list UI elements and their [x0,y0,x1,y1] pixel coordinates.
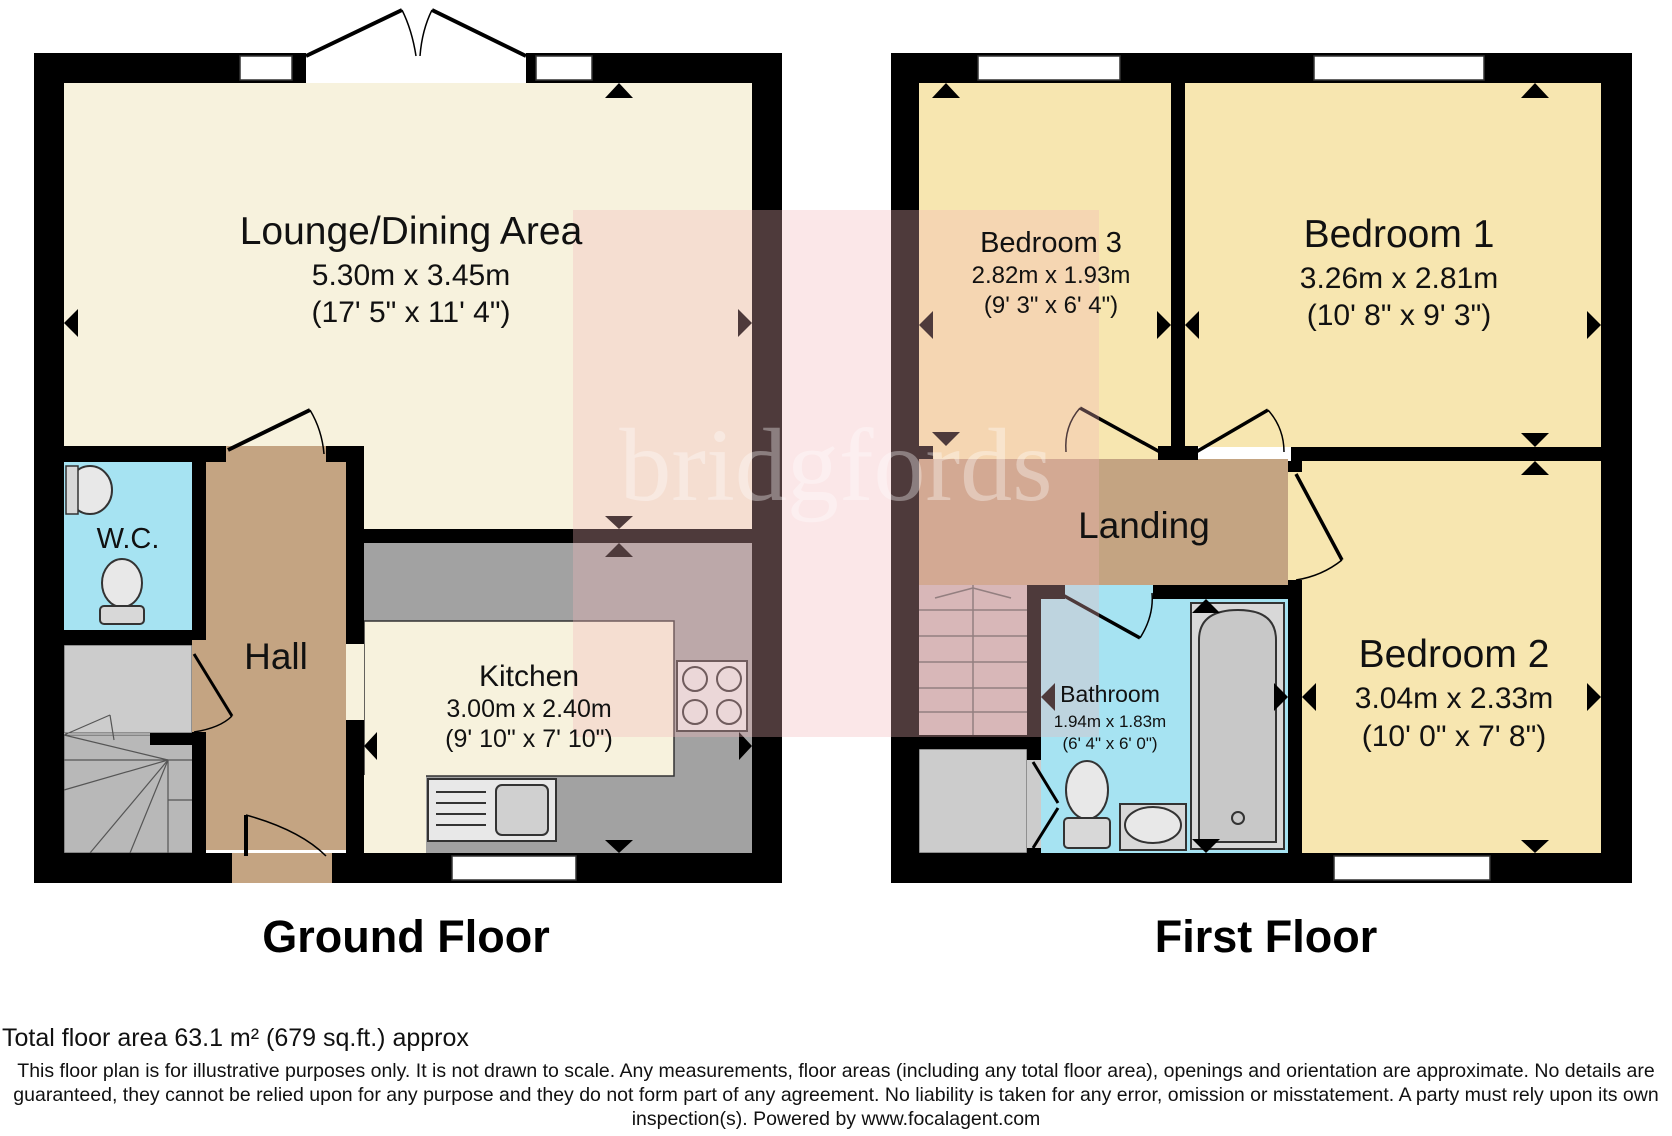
lounge-door-gap [226,446,326,462]
bathroom-metric: 1.94m x 1.83m [1054,712,1166,731]
understairs-cupboard [63,644,193,734]
sink-icon [427,778,557,842]
bedroom1-window [1313,55,1485,81]
bedroom1-floor [1185,83,1601,447]
kitchen-label: Kitchen [479,660,579,693]
front-door-icon [244,814,327,857]
bedroom3-label: Bedroom 3 [980,227,1122,259]
kitchen-door-gap [346,644,364,720]
cupboard-door-icon [192,653,234,733]
watermark-logo: bridgfords [619,408,1052,523]
total-floor-area: Total floor area 63.1 m² (679 sq.ft.) ap… [2,1024,469,1052]
bedroom1-metric: 3.26m x 2.81m [1300,262,1498,295]
bathroom-door-icon [1058,591,1153,640]
ground-floor-title: Ground Floor [262,911,549,962]
front-door-gap [232,853,332,883]
floor-plan-drawing: bridgfords Lounge/Dining Area 5.30m x 3.… [34,8,1632,962]
wc-basin-icon [65,465,113,515]
bedroom3-floor [919,83,1171,459]
bedroom2-imperial: (10' 0" x 7' 8") [1362,720,1547,753]
bedroom2-floor [1302,461,1601,853]
bedroom3-imperial: (9' 3" x 6' 4") [984,292,1118,319]
patio-door-gap [306,53,526,83]
lounge-door-icon [227,408,325,455]
ground-stairs [63,734,205,854]
cupboard-door-gap-first [1027,760,1041,848]
dimension-arrows-ground [64,83,752,853]
bathroom-toilet-icon [1063,760,1111,849]
lounge-window-left [239,55,293,81]
bedroom2-metric: 3.04m x 2.33m [1355,682,1553,715]
first-floor-title: First Floor [1155,911,1378,962]
ground-floor-plan [34,8,782,883]
airing-cupboard [918,748,1028,854]
ground-floor-walls [34,53,782,883]
lounge-imperial: (17' 5" x 11' 4") [312,296,511,329]
first-stair-treads-icon [919,585,1027,735]
bedroom3-window [977,55,1121,81]
dimension-arrows-first [919,83,1601,853]
bathroom-imperial: (6' 4" x 6' 0") [1062,734,1157,753]
bathroom-door-gap [1065,585,1153,599]
lounge-metric: 5.30m x 3.45m [312,259,510,292]
bedroom2-door-gap [1288,472,1302,580]
bath-icon [1190,602,1285,850]
bathroom-basin-icon [1119,803,1187,851]
bedroom1-label: Bedroom 1 [1304,213,1495,256]
cupboard-door-gap [192,640,206,732]
patio-door-icon [305,8,527,58]
landing-label: Landing [1078,505,1210,546]
wc-label: W.C. [97,523,160,555]
bedroom2-label: Bedroom 2 [1359,633,1550,676]
hall-label: Hall [244,636,308,677]
hall-floor [206,462,346,850]
wc-toilet-icon [99,558,145,625]
bedroom2-door-icon [1294,473,1344,581]
lounge-label: Lounge/Dining Area [240,210,583,253]
bedroom3-metric: 2.82m x 1.93m [972,262,1131,289]
landing-floor [919,459,1288,585]
kitchen-window [451,855,577,881]
bedroom1-imperial: (10' 8" x 9' 3") [1307,299,1492,332]
lounge-window-right [535,55,593,81]
bedroom2-window [1333,855,1491,881]
kitchen-floor-lower [364,775,426,853]
kitchen-floor [363,620,675,777]
hob-icon [676,660,748,732]
kitchen-imperial: (9' 10" x 7' 10") [445,725,613,753]
first-floor-plan [891,53,1632,883]
airing-cupboard-door-icon [1031,761,1060,849]
disclaimer-text: This floor plan is for illustrative purp… [13,1060,1659,1130]
bedroom3-door-icon [1065,406,1161,454]
kitchen-metric: 3.00m x 2.40m [446,695,611,723]
watermark-tint [573,210,1099,737]
bedroom1-door-icon [1195,408,1285,454]
bathroom-label: Bathroom [1060,681,1160,707]
